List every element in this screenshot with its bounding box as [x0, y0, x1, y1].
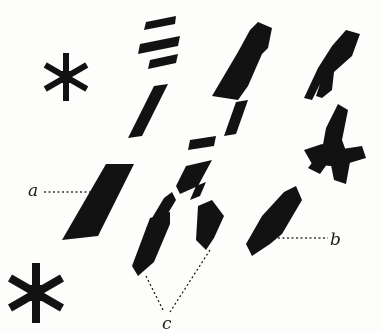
- stroke-fragment: [128, 84, 168, 138]
- leader-line-c-right: [170, 250, 210, 312]
- crystal-fragment: [176, 160, 212, 194]
- six-point-star-small: [44, 53, 89, 101]
- crystal-c-right: [196, 200, 224, 250]
- stroke-fragment: [144, 16, 176, 30]
- stroke-fragment: [138, 36, 180, 54]
- label-c: c: [162, 316, 172, 333]
- six-point-star-large: [8, 263, 64, 323]
- stroke-fragment: [188, 136, 216, 150]
- stroke-fragment: [148, 54, 178, 69]
- crystal-a: [62, 164, 134, 240]
- crystal-fragment: [212, 22, 272, 100]
- label-b: b: [330, 232, 341, 249]
- label-a: a: [28, 183, 38, 200]
- stroke-fragment: [224, 100, 248, 136]
- leader-line-c-left: [146, 276, 164, 312]
- cross-crystal: [304, 104, 366, 184]
- crystal-fragment: [304, 30, 360, 100]
- crystal-b: [246, 186, 302, 256]
- crystal-c-left: [132, 212, 170, 276]
